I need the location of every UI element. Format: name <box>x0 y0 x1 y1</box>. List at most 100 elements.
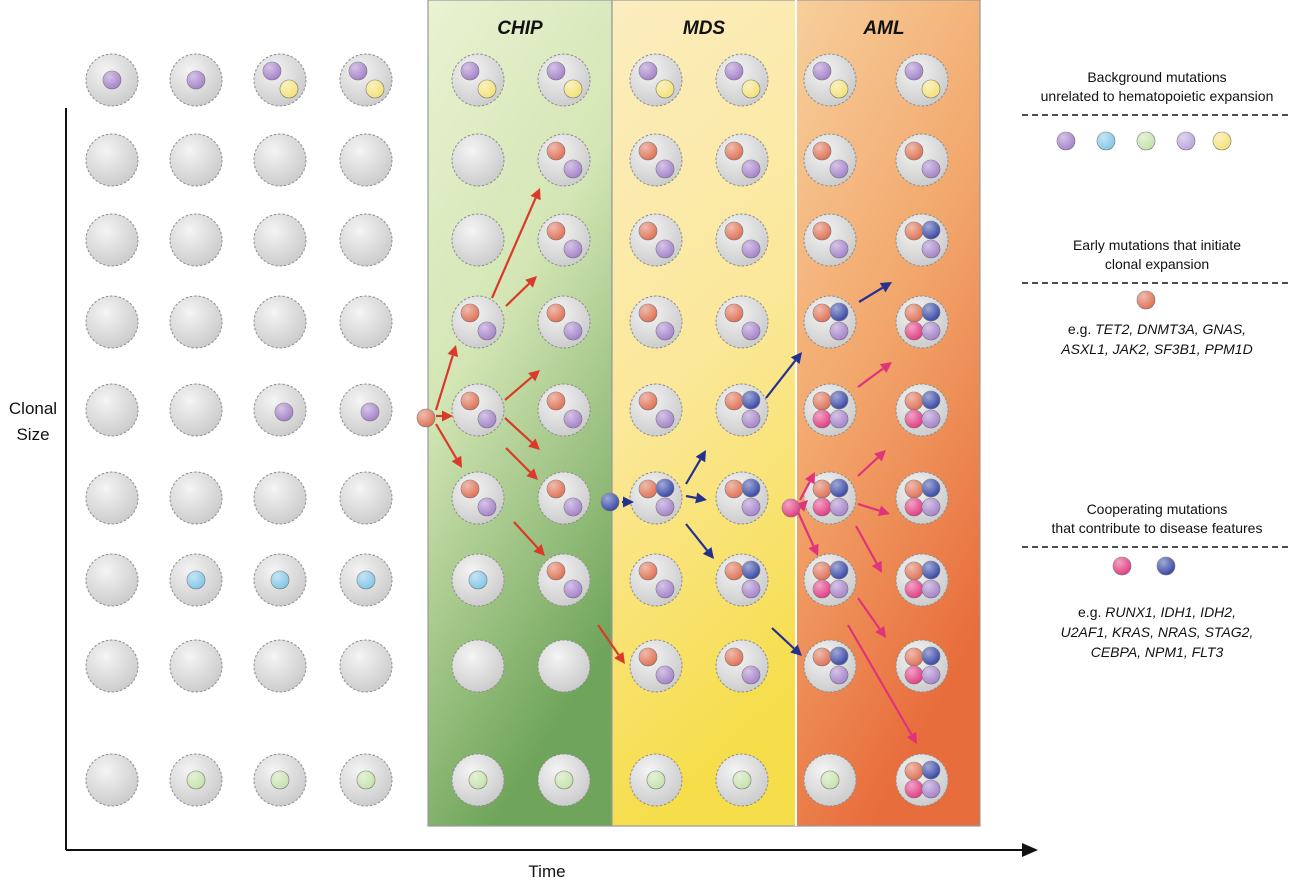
mutation-dot-shine <box>905 780 923 798</box>
arrow-shaft <box>685 523 708 552</box>
cell <box>803 553 857 607</box>
arrowhead <box>447 345 459 358</box>
cell-membrane <box>715 213 769 267</box>
arrow-shaft <box>796 511 815 547</box>
cell <box>895 53 949 107</box>
mutation-dot-shine <box>478 410 496 428</box>
mutation-dot-shine <box>922 391 940 409</box>
arrowhead <box>614 651 625 664</box>
arrowhead <box>525 276 537 288</box>
progression-arrow <box>685 523 714 559</box>
mutation-dot-shine <box>547 480 565 498</box>
mutation-dot-shine <box>361 403 379 421</box>
mutation-dot-shine <box>461 392 479 410</box>
y-axis-label-line2: Size <box>16 425 49 444</box>
mutation-dot-shine <box>547 392 565 410</box>
cell-membrane <box>537 133 591 187</box>
cell <box>629 639 683 693</box>
cell-membrane <box>715 471 769 525</box>
cell-membrane <box>85 753 139 807</box>
mutation-dot-shine <box>922 322 940 340</box>
cell <box>629 295 683 349</box>
arrow-shaft <box>799 481 811 501</box>
arrowhead <box>874 450 886 462</box>
arrow-shaft <box>597 624 620 656</box>
progression-arrow <box>435 423 462 468</box>
cell-membrane <box>895 213 949 267</box>
mutation-dot-shine <box>733 771 751 789</box>
cell <box>715 639 769 693</box>
mutation-dot-shine <box>922 498 940 516</box>
arrow-shaft <box>434 355 454 411</box>
cell <box>253 133 307 187</box>
arrow-shaft <box>857 502 880 512</box>
progression-arrow <box>765 352 802 399</box>
cell <box>537 213 591 267</box>
mutation-dot-shine <box>187 571 205 589</box>
legend-background-dot-shine <box>1097 132 1115 150</box>
mutation-dot-shine <box>725 480 743 498</box>
cell-membrane <box>895 383 949 437</box>
mutation-dot-shine <box>366 80 384 98</box>
cell-membrane <box>895 639 949 693</box>
mutation-dot-shine <box>357 571 375 589</box>
mutation-dot-shine <box>656 666 674 684</box>
cell <box>537 471 591 525</box>
arrowhead <box>871 560 882 573</box>
mutation-dot-shine <box>821 771 839 789</box>
legend-background-dot-shine <box>1213 132 1231 150</box>
mutation-dot-shine <box>656 410 674 428</box>
cell-membrane <box>629 213 683 267</box>
legend-background-heading-line2: unrelated to hematopoietic expansion <box>1040 88 1274 104</box>
cell-membrane <box>803 133 857 187</box>
cell <box>715 133 769 187</box>
cell <box>803 53 857 107</box>
mutation-dot-shine <box>656 322 674 340</box>
legend-cooperating-genes-line2: U2AF1, KRAS, NRAS, STAG2, <box>1060 624 1254 640</box>
legend-cooperating-heading-line1: Cooperating mutations <box>1086 501 1228 517</box>
mutation-dot-shine <box>469 571 487 589</box>
cell-membrane <box>253 133 307 187</box>
cell <box>85 553 139 607</box>
mutation-dot-shine <box>647 771 665 789</box>
legend-early-genes-line2: ASXL1, JAK2, SF3B1, PPM1D <box>1061 341 1253 357</box>
mutation-dot-shine <box>905 222 923 240</box>
cell-membrane <box>803 213 857 267</box>
cell <box>629 383 683 437</box>
mutation-dot-shine <box>271 571 289 589</box>
cell-membrane <box>169 213 223 267</box>
mutation-dot-shine <box>830 80 848 98</box>
mutation-dot-shine <box>271 771 289 789</box>
mutation-dot-shine <box>656 498 674 516</box>
arrow-shaft <box>504 376 533 401</box>
progression-arrow <box>857 502 890 516</box>
cell-membrane <box>895 295 949 349</box>
arrow-shaft <box>505 282 530 307</box>
cell <box>169 383 223 437</box>
cell-membrane <box>253 53 307 107</box>
mutation-dot-shine <box>742 240 760 258</box>
cell-membrane <box>169 471 223 525</box>
mutation-dot-shine <box>639 62 657 80</box>
cell <box>85 53 139 107</box>
arrowhead <box>528 370 540 382</box>
progression-arrow <box>857 450 886 477</box>
seed-mutation-dot-shine <box>417 409 435 427</box>
mutation-dot-shine <box>725 142 743 160</box>
cell-membrane <box>715 639 769 693</box>
cell <box>339 133 393 187</box>
cell <box>169 53 223 107</box>
cell-membrane <box>715 553 769 607</box>
x-axis-label: Time <box>528 862 565 881</box>
mutation-dot-shine <box>564 160 582 178</box>
cell-membrane <box>629 471 683 525</box>
mutation-dot-shine <box>742 410 760 428</box>
mutation-dot-shine <box>905 562 923 580</box>
legend-graphics <box>1022 114 1290 576</box>
cell-membrane <box>715 383 769 437</box>
arrow-shaft <box>490 197 537 299</box>
legend-coop-blue-dot-shine <box>1157 557 1175 575</box>
cell-membrane <box>537 553 591 607</box>
mutation-dot-shine <box>656 580 674 598</box>
